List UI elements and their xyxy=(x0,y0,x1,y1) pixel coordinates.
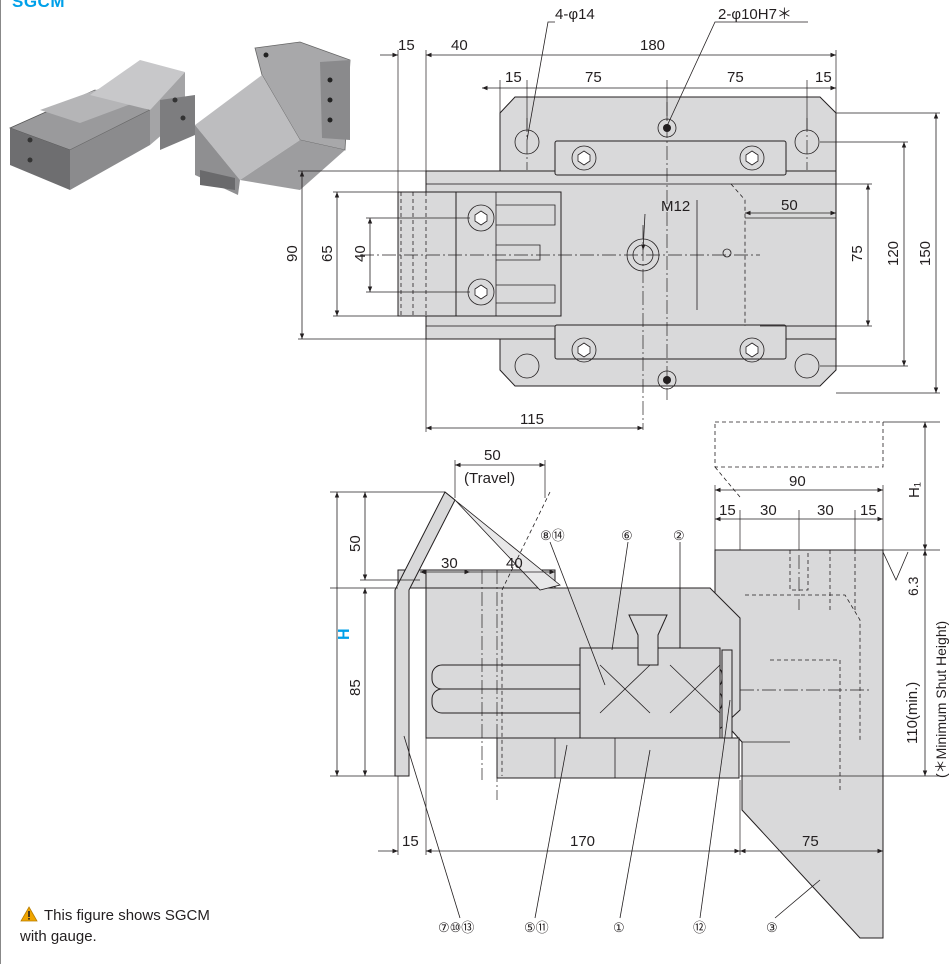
page-title: SGCM xyxy=(12,0,65,11)
dim-15-bottom: 15 xyxy=(402,833,419,850)
figure-note: This figure shows SGCM with gauge. xyxy=(20,905,210,947)
dim-40-top: 40 xyxy=(451,37,468,54)
product-photo-base-unit xyxy=(8,60,195,190)
callout-8-14: ⑧⑭ xyxy=(540,528,565,543)
hole-spec-2-phi10h7: 2-φ10H7＊ xyxy=(718,6,792,23)
dim-30-r2: 30 xyxy=(817,502,834,519)
socket-bolt-icon xyxy=(467,145,765,363)
dim-h1: H₁ xyxy=(906,482,923,498)
shut-height-label: (＊Minimum Shut Height) xyxy=(933,621,949,778)
dim-15-a: 15 xyxy=(505,69,522,86)
dim-40-left: 40 xyxy=(352,245,369,262)
dim-150: 150 xyxy=(917,241,934,266)
surface-roughness: 6.3 xyxy=(905,576,921,596)
travel-label: (Travel) xyxy=(464,470,515,487)
hole-spec-4-phi14: 4-φ14 xyxy=(555,6,595,23)
callout-12: ⑫ xyxy=(693,920,706,935)
dim-180: 180 xyxy=(640,37,665,54)
min-height-label: 110(min.) xyxy=(904,682,921,744)
dim-75-b: 75 xyxy=(727,69,744,86)
callout-3: ③ xyxy=(766,920,778,935)
dim-75-right: 75 xyxy=(849,245,866,262)
dim-15-r2: 15 xyxy=(860,502,877,519)
dim-75-a: 75 xyxy=(585,69,602,86)
dim-15-r1: 15 xyxy=(719,502,736,519)
callout-2: ② xyxy=(673,528,685,543)
callout-6: ⑥ xyxy=(621,528,633,543)
top-view: 4-φ14 2-φ10H7＊ 15 40 180 15 75 75 15 M12… xyxy=(284,6,940,432)
dim-170: 170 xyxy=(570,833,595,850)
dim-85: 85 xyxy=(347,679,364,696)
dim-15-top-left: 15 xyxy=(398,37,415,54)
dim-90: 90 xyxy=(284,245,301,262)
dim-65: 65 xyxy=(319,245,336,262)
mount-hole-icon xyxy=(514,129,820,379)
product-photo-cam-driver xyxy=(195,41,351,195)
dim-15-b: 15 xyxy=(815,69,832,86)
callout-7-10-13: ⑦⑩⑬ xyxy=(438,920,474,935)
callout-1: ① xyxy=(613,920,625,935)
dim-h: H xyxy=(336,628,353,640)
dim-120: 120 xyxy=(885,241,902,266)
dim-75-bottom: 75 xyxy=(802,833,819,850)
left-border xyxy=(0,0,1,964)
dim-50-right: 50 xyxy=(781,197,798,214)
dim-50-vertical: 50 xyxy=(347,535,364,552)
dim-40: 40 xyxy=(506,555,523,572)
callout-5-11: ⑤⑪ xyxy=(524,920,549,935)
dim-30-r1: 30 xyxy=(760,502,777,519)
dim-115: 115 xyxy=(520,411,544,428)
dim-50-travel: 50 xyxy=(484,447,501,464)
warning-triangle-icon xyxy=(20,906,38,922)
side-view: 50 (Travel) 50 30 40 85 H 90 15 30 30 15… xyxy=(330,421,949,939)
dim-30: 30 xyxy=(441,555,458,572)
thread-spec-m12: M12 xyxy=(661,198,690,215)
dim-90-right: 90 xyxy=(789,473,806,490)
note-text: This figure shows SGCM with gauge. xyxy=(20,907,210,945)
